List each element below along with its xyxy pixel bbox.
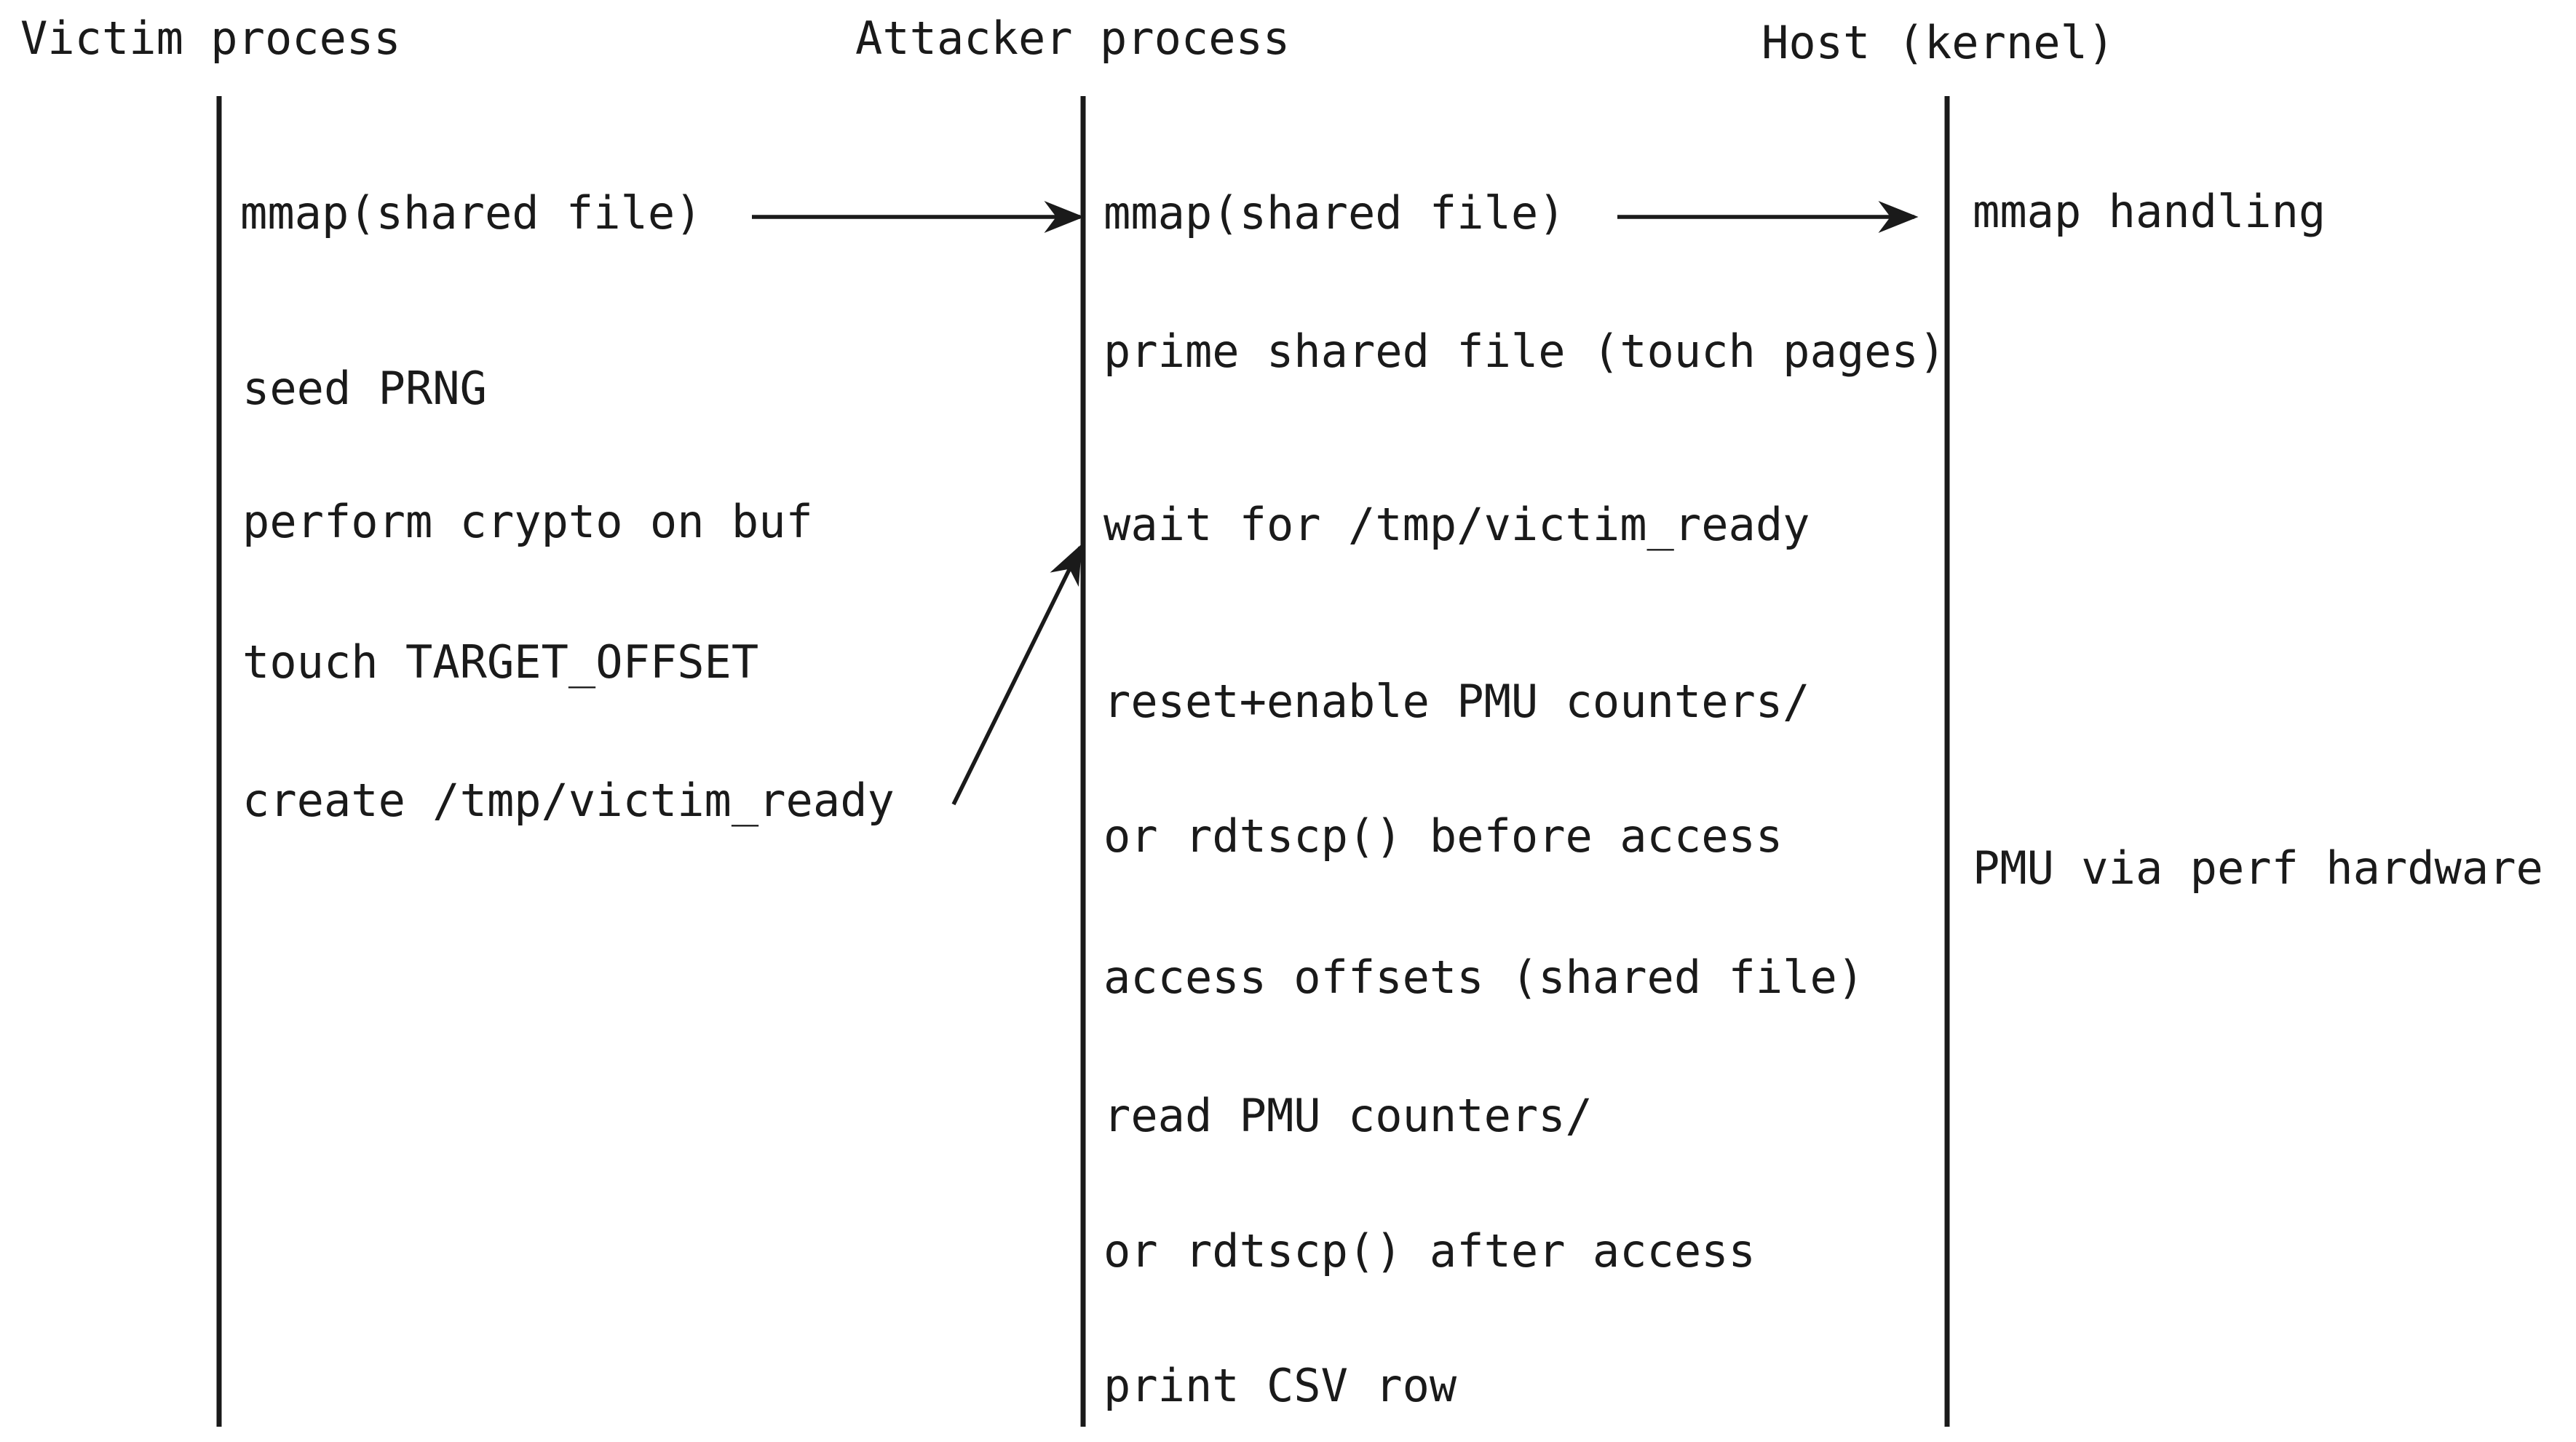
attacker-step-rdtscp-before: or rdtscp() before access (1103, 809, 1783, 863)
attacker-step-rdtscp-after: or rdtscp() after access (1103, 1224, 1756, 1277)
lane-header-attacker: Attacker process (855, 12, 1290, 65)
attacker-step-reset-pmu: reset+enable PMU counters/ (1103, 675, 1810, 728)
arrow-victim-ready-signal (951, 544, 1082, 806)
host-step-pmu-perf: PMU via perf hardware (1973, 841, 2543, 895)
victim-step-seed-prng: seed PRNG (242, 362, 487, 415)
lane-header-victim: Victim process (20, 12, 401, 65)
attacker-step-mmap: mmap(shared file) (1103, 186, 1566, 239)
victim-step-touch-offset: touch TARGET_OFFSET (242, 635, 758, 689)
victim-step-crypto: perform crypto on buf (242, 495, 813, 548)
attacker-step-read-pmu: read PMU counters/ (1103, 1089, 1593, 1142)
victim-step-mmap: mmap(shared file) (240, 186, 702, 239)
attacker-step-print-csv: print CSV row (1103, 1359, 1457, 1412)
lane-header-host: Host (kernel) (1761, 16, 2115, 69)
attacker-step-wait: wait for /tmp/victim_ready (1103, 498, 1810, 551)
attacker-step-prime: prime shared file (touch pages) (1103, 325, 1946, 378)
host-step-mmap-handling: mmap handling (1973, 185, 2326, 238)
attacker-step-access: access offsets (shared file) (1103, 951, 1864, 1004)
victim-step-create-ready: create /tmp/victim_ready (242, 774, 895, 827)
